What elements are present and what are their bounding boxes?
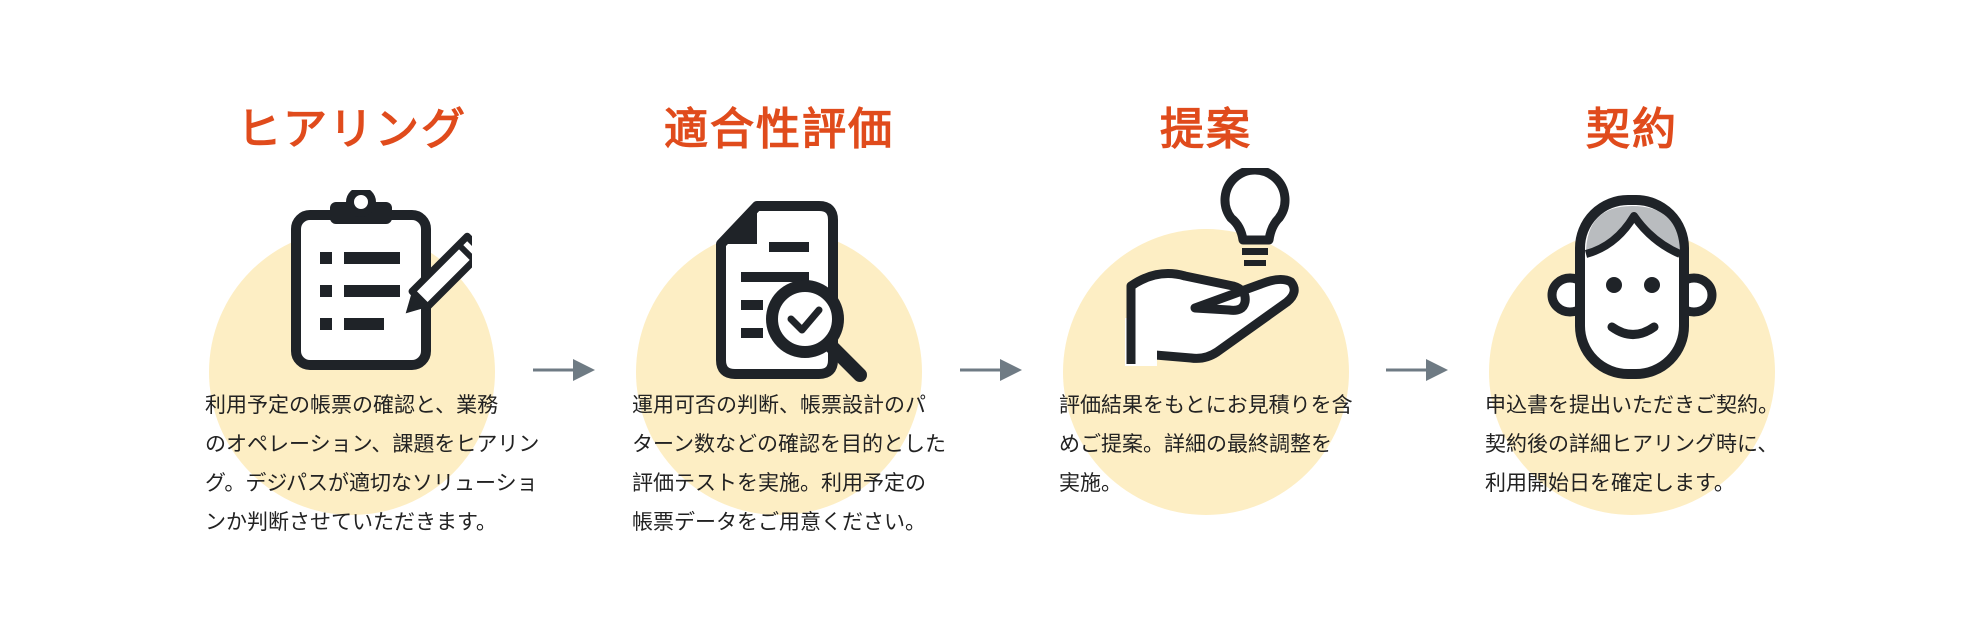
desc-line: のオペレーション、課題をヒアリン xyxy=(205,432,540,456)
desc-line: 評価テストを実施。利用予定の xyxy=(632,471,926,495)
desc-line: グ。デジパスが適切なソリューショ xyxy=(205,471,538,495)
desc-line: 帳票データをご用意ください。 xyxy=(632,510,926,534)
step-description: 評価結果をもとにお見積りを含 めご提案。詳細の最終調整を 実施。 xyxy=(1059,386,1399,503)
desc-line: 評価結果をもとにお見積りを含 xyxy=(1059,393,1353,417)
step-title: 提案 xyxy=(1160,104,1252,155)
desc-line: 利用予定の帳票の確認と、業務 xyxy=(205,393,499,417)
step-title: ヒアリング xyxy=(237,104,467,155)
arrow-right-icon xyxy=(960,359,1022,381)
step-title: 適合性評価 xyxy=(664,104,894,155)
desc-line: めご提案。詳細の最終調整を xyxy=(1059,432,1332,456)
arrow-right-icon xyxy=(1386,359,1448,381)
step-hearing: ヒアリング 利用予定の帳票の確認と、業務 のオペレーション、課題をヒアリン グ。… xyxy=(162,0,542,640)
desc-line: 契約後の詳細ヒアリング時に、 xyxy=(1485,432,1779,456)
step-contract: 契約 申込書を提出いただきご契約。 契約後の詳細ヒアリング時に、 利用開始日を確… xyxy=(1442,0,1822,640)
desc-line: 申込書を提出いただきご契約。 xyxy=(1485,393,1779,417)
step-evaluation: 適合性評価 運用可否の判断、帳票設計のパ ターン数などの確認を目的とした 評価テ… xyxy=(589,0,969,640)
person-face-icon xyxy=(1547,195,1717,379)
desc-line: 実施。 xyxy=(1059,471,1122,495)
desc-line: ターン数などの確認を目的とした xyxy=(632,432,946,456)
step-description: 申込書を提出いただきご契約。 契約後の詳細ヒアリング時に、 利用開始日を確定しま… xyxy=(1485,386,1825,503)
step-description: 利用予定の帳票の確認と、業務 のオペレーション、課題をヒアリン グ。デジパスが適… xyxy=(205,386,545,542)
arrow-right-icon xyxy=(533,359,595,381)
step-proposal: 提案 評価結果をもとにお見積りを含 めご提案。詳細の最終調整を 実施。 xyxy=(1016,0,1396,640)
step-title: 契約 xyxy=(1586,104,1678,155)
desc-line: 運用可否の判断、帳票設計のパ xyxy=(632,393,926,417)
desc-line: ンか判断させていただきます。 xyxy=(205,510,497,534)
document-magnifier-check-icon xyxy=(716,201,867,382)
desc-line: 利用開始日を確定します。 xyxy=(1485,471,1735,495)
step-description: 運用可否の判断、帳票設計のパ ターン数などの確認を目的とした 評価テストを実施。… xyxy=(632,386,972,542)
clipboard-pencil-icon xyxy=(291,190,472,370)
hand-lightbulb-icon xyxy=(1125,168,1299,366)
